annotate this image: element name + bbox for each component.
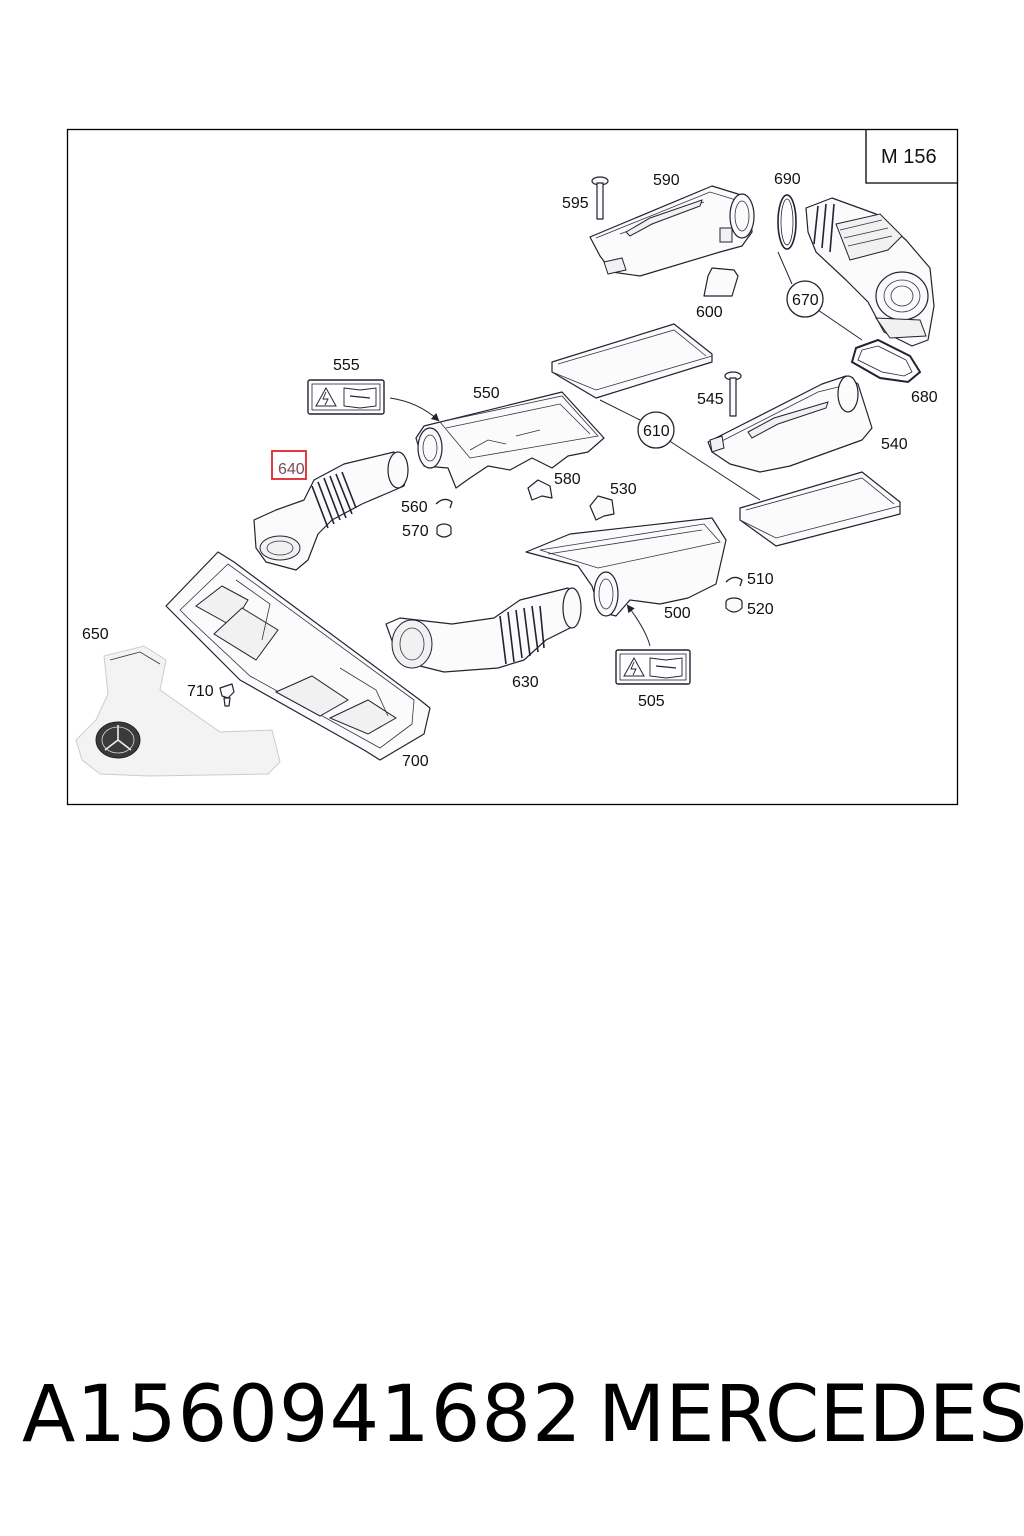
callout-680: 680 bbox=[911, 389, 938, 406]
part-600-pad bbox=[703, 267, 739, 297]
callout-555: 555 bbox=[333, 357, 360, 374]
model-code: M 156 bbox=[881, 146, 937, 168]
leader-555 bbox=[389, 397, 440, 422]
part-710-fastener bbox=[219, 683, 235, 707]
part-680-seal bbox=[850, 338, 922, 384]
part-560-clip bbox=[435, 498, 453, 509]
callout-610-circle bbox=[637, 411, 675, 449]
model-code-box bbox=[865, 129, 958, 184]
part-550-airbox bbox=[415, 391, 605, 489]
callout-570: 570 bbox=[402, 523, 429, 540]
callout-600: 600 bbox=[696, 304, 723, 321]
part-520-grommet bbox=[725, 597, 743, 613]
callout-550: 550 bbox=[473, 385, 500, 402]
callout-530: 530 bbox=[610, 481, 637, 498]
part-530-clip bbox=[589, 495, 615, 521]
callout-690: 690 bbox=[774, 171, 801, 188]
callout-650: 650 bbox=[82, 626, 109, 643]
part-555-warning-label bbox=[307, 379, 385, 415]
leader-610 bbox=[599, 399, 761, 501]
callout-560: 560 bbox=[401, 499, 428, 516]
part-570-grommet bbox=[436, 523, 452, 538]
part-540-intake-cover bbox=[707, 375, 873, 473]
part-670-duct bbox=[805, 197, 935, 347]
part-650-engine-cover bbox=[75, 645, 281, 777]
brand-name: MERCEDES bbox=[598, 1370, 1024, 1460]
callout-540: 540 bbox=[881, 436, 908, 453]
callout-670-circle bbox=[786, 280, 824, 318]
callout-580: 580 bbox=[554, 471, 581, 488]
callout-545: 545 bbox=[697, 391, 724, 408]
callout-520: 520 bbox=[747, 601, 774, 618]
part-610-filter-upper bbox=[551, 323, 713, 399]
part-690-clamp bbox=[777, 194, 797, 250]
leader-505 bbox=[626, 604, 651, 647]
parts-diagram: M 156 bbox=[66, 128, 959, 806]
callout-640-highlight bbox=[271, 450, 307, 480]
callout-500: 500 bbox=[664, 605, 691, 622]
callout-670: 670 bbox=[792, 292, 819, 309]
callout-630: 630 bbox=[512, 674, 539, 691]
part-545-bolt bbox=[724, 371, 742, 417]
part-number: A1560941682 bbox=[22, 1370, 583, 1460]
part-610-filter-lower bbox=[739, 471, 901, 547]
part-640-intake-duct bbox=[253, 451, 409, 571]
part-590-intake-cover bbox=[589, 185, 755, 277]
callout-710: 710 bbox=[187, 683, 214, 700]
leader-670 bbox=[777, 251, 863, 341]
callout-510: 510 bbox=[747, 571, 774, 588]
callout-610: 610 bbox=[643, 423, 670, 440]
part-630-intake-duct bbox=[385, 587, 582, 673]
part-510-clip bbox=[725, 576, 743, 587]
part-595-bolt bbox=[591, 176, 609, 220]
callout-595: 595 bbox=[562, 195, 589, 212]
callout-590: 590 bbox=[653, 172, 680, 189]
callout-505: 505 bbox=[638, 693, 665, 710]
part-505-warning-label bbox=[615, 649, 691, 685]
part-700-cover-frame bbox=[165, 551, 431, 761]
part-580-clip bbox=[527, 479, 553, 501]
callout-700: 700 bbox=[402, 753, 429, 770]
part-500-airbox bbox=[525, 517, 727, 617]
callout-640: 640 bbox=[278, 461, 305, 478]
